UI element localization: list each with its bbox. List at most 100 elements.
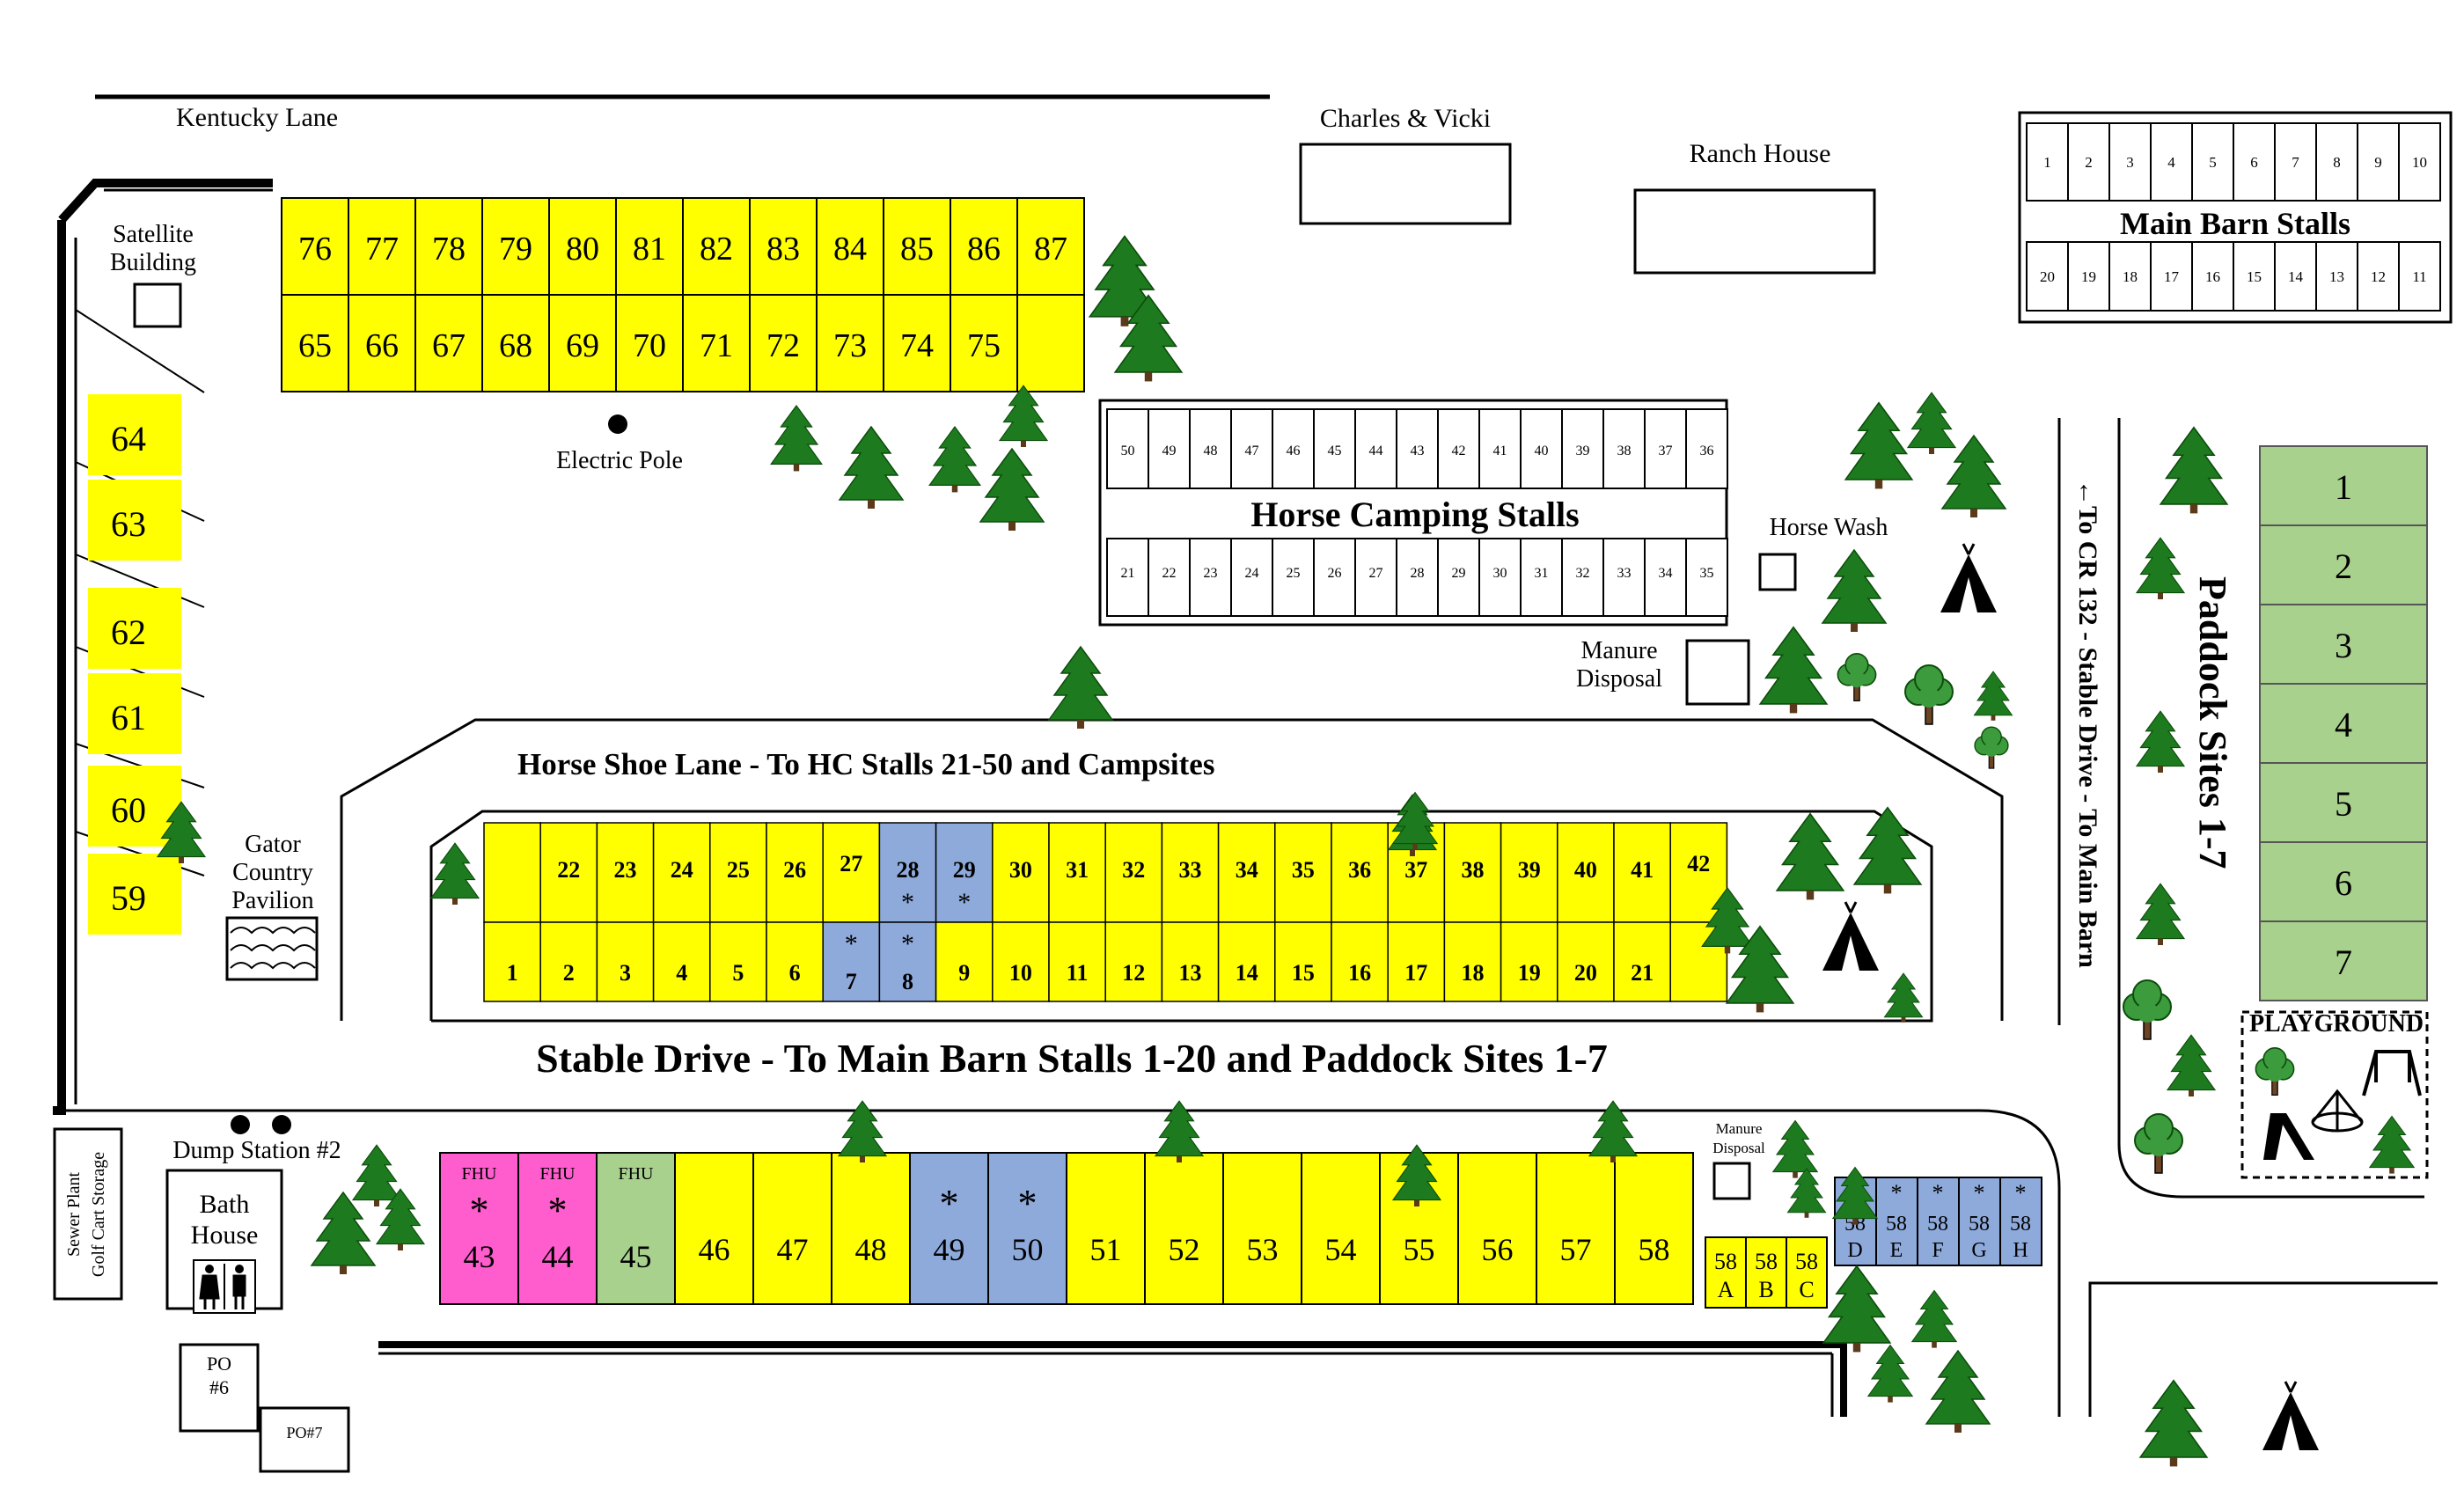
campsite-77[interactable]: 77 [348, 197, 416, 296]
campsite-6[interactable]: 6 [766, 921, 824, 1002]
campsite-46[interactable]: 46 [674, 1152, 754, 1305]
campsite-30[interactable]: 30 [992, 822, 1050, 923]
hc-stall-30[interactable]: 30 [1478, 538, 1522, 617]
campsite-9[interactable]: 9 [935, 921, 994, 1002]
hc-stall-36[interactable]: 36 [1685, 408, 1728, 489]
campsite-71[interactable]: 71 [682, 294, 751, 392]
barn-stall-6[interactable]: 6 [2233, 122, 2276, 202]
campsite-31[interactable]: 31 [1048, 822, 1106, 923]
paddock-site-2[interactable]: 2 [2259, 524, 2428, 605]
hc-stall-35[interactable]: 35 [1685, 538, 1728, 617]
campsite-11[interactable]: 11 [1048, 921, 1106, 1002]
campsite-49[interactable]: *49 [909, 1152, 989, 1305]
paddock-site-1[interactable]: 1 [2259, 445, 2428, 526]
campsite-74[interactable]: 74 [883, 294, 951, 392]
barn-stall-12[interactable]: 12 [2357, 241, 2400, 312]
campsite-blank[interactable] [483, 822, 541, 923]
campsite-15[interactable]: 15 [1274, 921, 1332, 1002]
hc-stall-37[interactable]: 37 [1644, 408, 1687, 489]
campsite-33[interactable]: 33 [1161, 822, 1220, 923]
campsite-18[interactable]: 18 [1443, 921, 1502, 1002]
campsite-85[interactable]: 85 [883, 197, 951, 296]
campsite-2[interactable]: 2 [539, 921, 598, 1002]
campsite-58f[interactable]: *58F [1917, 1177, 1960, 1266]
hc-stall-47[interactable]: 47 [1230, 408, 1273, 489]
campsite-59[interactable]: 59 [88, 854, 181, 935]
barn-stall-19[interactable]: 19 [2067, 241, 2110, 312]
campsite-22[interactable]: 22 [539, 822, 598, 923]
hc-stall-44[interactable]: 44 [1354, 408, 1397, 489]
hc-stall-38[interactable]: 38 [1602, 408, 1646, 489]
hc-stall-28[interactable]: 28 [1396, 538, 1439, 617]
campsite-28[interactable]: 28* [878, 822, 937, 923]
campsite-35[interactable]: 35 [1274, 822, 1332, 923]
hc-stall-21[interactable]: 21 [1106, 538, 1149, 617]
campsite-58g[interactable]: *58G [1958, 1177, 2001, 1266]
campsite-29[interactable]: 29* [935, 822, 994, 923]
campsite-12[interactable]: 12 [1104, 921, 1163, 1002]
campsite-1[interactable]: 1 [483, 921, 541, 1002]
campsite-64[interactable]: 64 [88, 394, 181, 475]
campsite-62[interactable]: 62 [88, 588, 181, 669]
campsite-57[interactable]: 57 [1536, 1152, 1616, 1305]
campsite-69[interactable]: 69 [548, 294, 617, 392]
campsite-58[interactable]: 58 [1614, 1152, 1694, 1305]
barn-stall-1[interactable]: 1 [2026, 122, 2069, 202]
campsite-17[interactable]: 17 [1387, 921, 1446, 1002]
hc-stall-50[interactable]: 50 [1106, 408, 1149, 489]
campsite-21[interactable]: 21 [1613, 921, 1671, 1002]
hc-stall-46[interactable]: 46 [1272, 408, 1315, 489]
campsite-72[interactable]: 72 [749, 294, 818, 392]
barn-stall-3[interactable]: 3 [2108, 122, 2152, 202]
barn-stall-11[interactable]: 11 [2398, 241, 2441, 312]
campsite-26[interactable]: 26 [766, 822, 824, 923]
campsite-54[interactable]: 54 [1301, 1152, 1381, 1305]
campsite-14[interactable]: 14 [1217, 921, 1276, 1002]
barn-stall-9[interactable]: 9 [2357, 122, 2400, 202]
campsite-78[interactable]: 78 [414, 197, 483, 296]
campsite-51[interactable]: 51 [1066, 1152, 1146, 1305]
campsite-83[interactable]: 83 [749, 197, 818, 296]
campsite-58a[interactable]: 58A [1705, 1236, 1747, 1309]
hc-stall-48[interactable]: 48 [1189, 408, 1232, 489]
paddock-site-3[interactable]: 3 [2259, 604, 2428, 685]
campsite-24[interactable]: 24 [652, 822, 711, 923]
campsite-25[interactable]: 25 [709, 822, 767, 923]
campsite-82[interactable]: 82 [682, 197, 751, 296]
campsite-87[interactable]: 87 [1016, 197, 1085, 296]
hc-stall-24[interactable]: 24 [1230, 538, 1273, 617]
hc-stall-33[interactable]: 33 [1602, 538, 1646, 617]
barn-stall-13[interactable]: 13 [2315, 241, 2358, 312]
hc-stall-42[interactable]: 42 [1437, 408, 1480, 489]
campsite-19[interactable]: 19 [1500, 921, 1558, 1002]
campsite-36[interactable]: 36 [1331, 822, 1389, 923]
hc-stall-31[interactable]: 31 [1520, 538, 1563, 617]
hc-stall-26[interactable]: 26 [1313, 538, 1356, 617]
campsite-32[interactable]: 32 [1104, 822, 1163, 923]
campsite-61[interactable]: 61 [88, 673, 181, 754]
campsite-13[interactable]: 13 [1161, 921, 1220, 1002]
paddock-site-6[interactable]: 6 [2259, 841, 2428, 922]
hc-stall-45[interactable]: 45 [1313, 408, 1356, 489]
campsite-3[interactable]: 3 [596, 921, 655, 1002]
hc-stall-41[interactable]: 41 [1478, 408, 1522, 489]
campsite-48[interactable]: 48 [831, 1152, 911, 1305]
campsite-80[interactable]: 80 [548, 197, 617, 296]
campsite-56[interactable]: 56 [1457, 1152, 1537, 1305]
campsite-34[interactable]: 34 [1217, 822, 1276, 923]
hc-stall-25[interactable]: 25 [1272, 538, 1315, 617]
campsite-blank[interactable] [1016, 294, 1085, 392]
hc-stall-32[interactable]: 32 [1561, 538, 1604, 617]
campsite-47[interactable]: 47 [752, 1152, 832, 1305]
campsite-66[interactable]: 66 [348, 294, 416, 392]
campsite-73[interactable]: 73 [816, 294, 884, 392]
barn-stall-14[interactable]: 14 [2274, 241, 2317, 312]
campsite-52[interactable]: 52 [1144, 1152, 1224, 1305]
campsite-53[interactable]: 53 [1222, 1152, 1302, 1305]
campsite-43[interactable]: FHU*43 [439, 1152, 519, 1305]
hc-stall-22[interactable]: 22 [1148, 538, 1191, 617]
campsite-81[interactable]: 81 [615, 197, 684, 296]
campsite-38[interactable]: 38 [1443, 822, 1502, 923]
hc-stall-27[interactable]: 27 [1354, 538, 1397, 617]
hc-stall-43[interactable]: 43 [1396, 408, 1439, 489]
